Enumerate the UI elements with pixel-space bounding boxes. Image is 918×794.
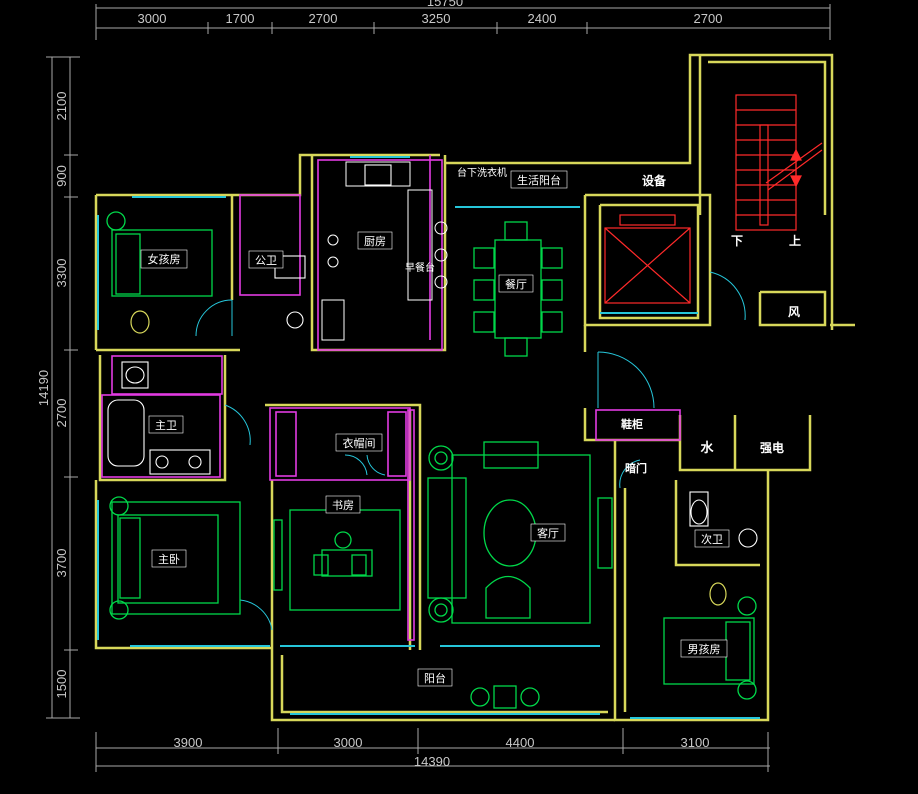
label-master-bedroom: 主卧 xyxy=(158,553,180,566)
label-master-bath: 主卫 xyxy=(155,419,177,432)
label-public-bath: 公卫 xyxy=(255,254,277,267)
label-washer-note: 台下洗衣机 xyxy=(457,166,507,179)
dim-top-2: 1700 xyxy=(226,11,255,26)
label-water: 水 xyxy=(700,440,714,456)
label-balcony: 阳台 xyxy=(424,671,446,685)
dim-bottom-2: 3000 xyxy=(334,735,363,750)
dim-bottom-3: 4400 xyxy=(506,735,535,750)
dim-left-total: 14190 xyxy=(36,370,51,406)
label-girls-room: 女孩房 xyxy=(148,252,181,266)
dim-top-3: 2700 xyxy=(309,11,338,26)
cabinets xyxy=(101,155,681,641)
label-boys-room: 男孩房 xyxy=(688,643,721,656)
kitchen-fixtures xyxy=(321,161,448,341)
toilets xyxy=(130,310,727,606)
dimension-lines xyxy=(46,4,831,772)
label-kitchen: 厨房 xyxy=(364,235,386,248)
dim-top-5: 2400 xyxy=(528,11,557,26)
label-cloakroom: 衣帽间 xyxy=(343,436,376,450)
dim-left-1: 2100 xyxy=(54,92,69,121)
label-second-bath: 次卫 xyxy=(701,532,723,546)
label-ventilation: 风 xyxy=(788,305,800,319)
label-dining: 餐厅 xyxy=(505,277,527,291)
dim-bottom-total: 14390 xyxy=(414,754,450,769)
label-shoe-cabinet: 鞋柜 xyxy=(621,417,643,431)
dim-top-total: 15750 xyxy=(427,0,463,9)
dim-bottom-1: 3900 xyxy=(174,735,203,750)
dim-left-5: 3700 xyxy=(54,549,69,578)
stair-core xyxy=(604,94,823,304)
door-swings xyxy=(195,271,746,631)
room-labels: 女孩房 公卫 厨房 早餐台 台下洗衣机 生活阳台 设备 餐厅 下 上 风 主卫 … xyxy=(140,166,801,687)
label-stair-up: 上 xyxy=(789,233,801,248)
dim-bottom-4: 3100 xyxy=(681,735,710,750)
label-hidden-door: 暗门 xyxy=(625,461,647,475)
windows xyxy=(97,156,760,719)
label-strong-power: 强电 xyxy=(760,440,784,455)
dim-top-4: 3250 xyxy=(422,11,451,26)
label-study: 书房 xyxy=(332,499,354,512)
dimension-labels: 15750 3000 1700 2700 3250 2400 2700 3900… xyxy=(36,0,722,769)
label-service-balcony: 生活阳台 xyxy=(517,173,561,187)
dim-left-2: 900 xyxy=(54,165,69,187)
label-living: 客厅 xyxy=(537,526,559,540)
furniture xyxy=(106,211,757,709)
dim-top-1: 3000 xyxy=(138,11,167,26)
dim-top-6: 2700 xyxy=(694,11,723,26)
dim-left-3: 3300 xyxy=(54,259,69,288)
label-equipment: 设备 xyxy=(642,173,667,188)
dim-left-4: 2700 xyxy=(54,399,69,428)
label-stair-down: 下 xyxy=(731,234,743,248)
dim-left-6: 1500 xyxy=(54,670,69,699)
label-breakfast-counter: 早餐台 xyxy=(405,261,435,274)
